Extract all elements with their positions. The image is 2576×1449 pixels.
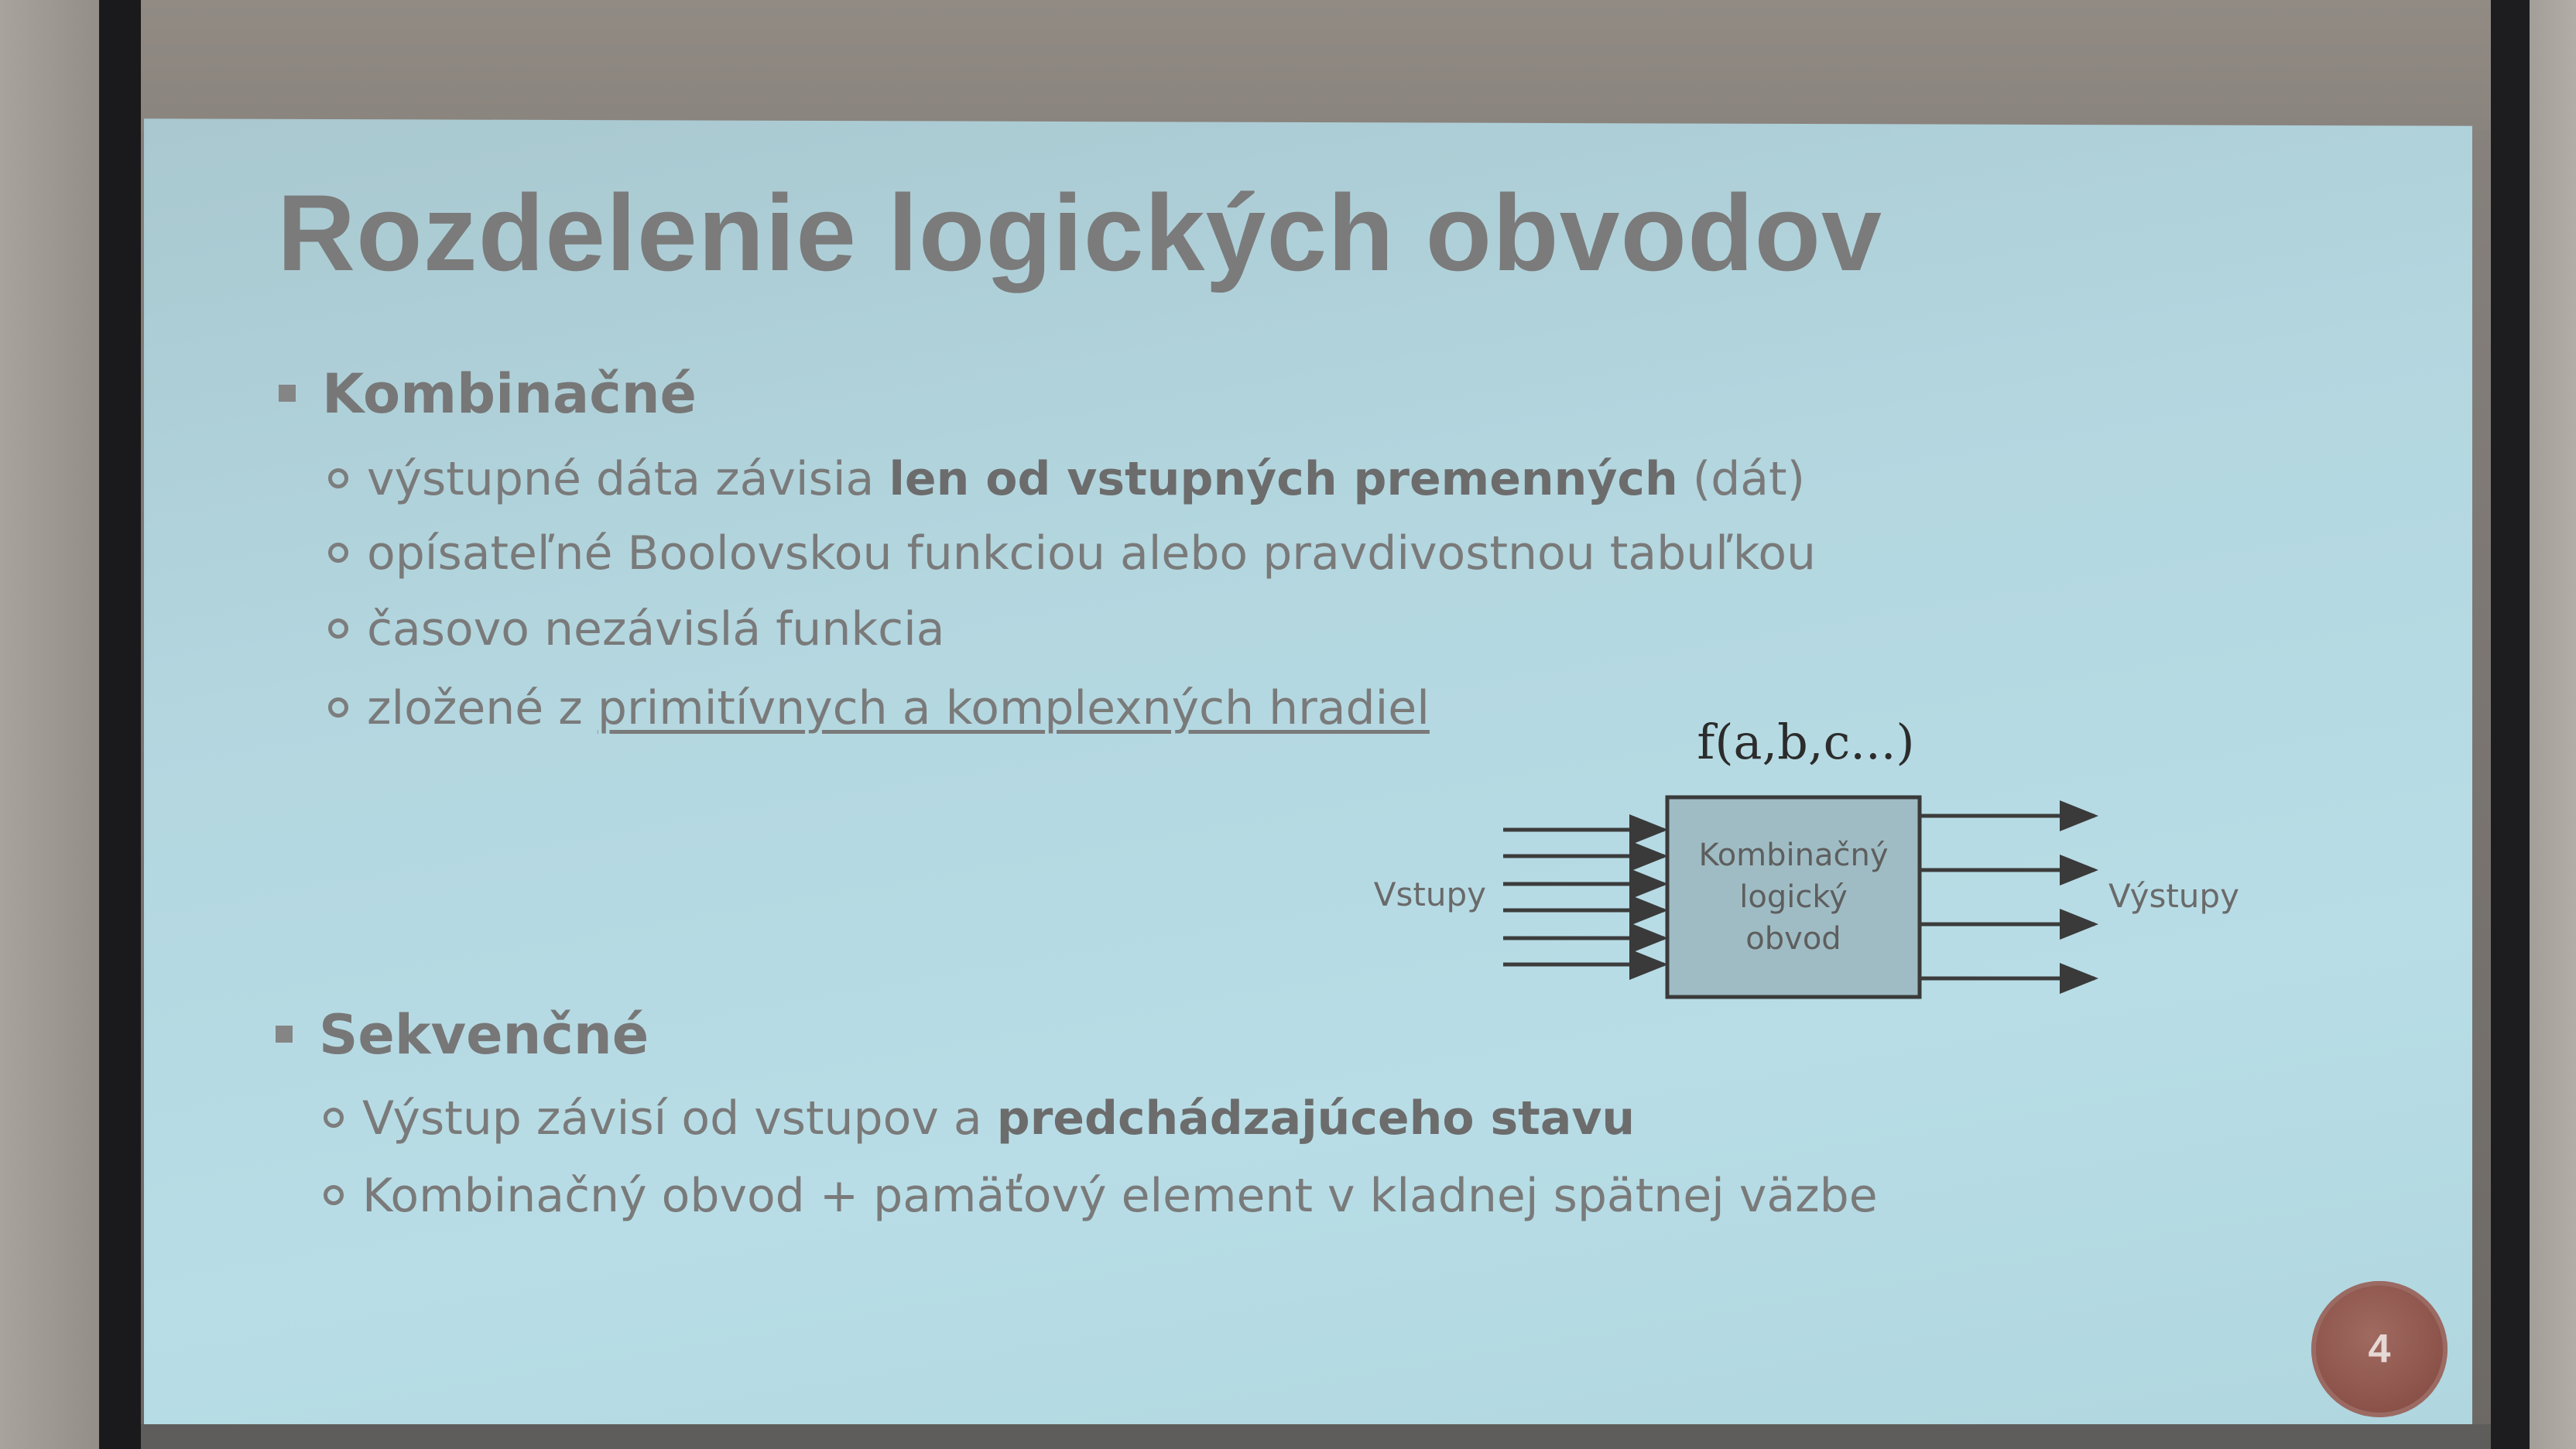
list-item-text: výstupné dáta závisia xyxy=(367,452,889,506)
section-heading-sekvencne: Sekvenčné xyxy=(276,1003,649,1067)
screen-frame-right xyxy=(2491,0,2530,1449)
section-heading-text: Sekvenčné xyxy=(319,1003,649,1067)
section-heading-text: Kombinačné xyxy=(322,362,697,426)
underlined-text-link: primitívnych a komplexných hradiel xyxy=(597,681,1430,735)
list-item-text: Výstup závisí od vstupov a xyxy=(362,1091,997,1146)
list-item-bold-text: len od vstupných premenných xyxy=(889,452,1678,506)
circle-bullet-icon xyxy=(328,468,348,489)
wall-left xyxy=(0,0,108,1449)
list-item: opísateľné Boolovskou funkciou alebo pra… xyxy=(328,526,1816,581)
circle-bullet-icon xyxy=(328,618,348,639)
projected-slide xyxy=(144,118,2472,1436)
list-item: Kombinačný obvod + pamäťový element v kl… xyxy=(324,1169,1878,1223)
list-item: výstupné dáta závisia len od vstupných p… xyxy=(328,452,1805,506)
list-item-text: opísateľné Boolovskou funkciou alebo pra… xyxy=(367,526,1817,581)
list-item-text: časovo nezávislá funkcia xyxy=(367,602,945,656)
circle-bullet-icon xyxy=(324,1185,344,1206)
list-item-text-suffix: (dát) xyxy=(1677,452,1805,506)
slide-title: Rozdelenie logických obvodov xyxy=(277,172,1882,293)
circle-bullet-icon xyxy=(328,543,348,564)
page-number: 4 xyxy=(2368,1327,2391,1372)
list-item: časovo nezávislá funkcia xyxy=(328,602,945,656)
list-item-text: zložené z xyxy=(367,681,598,735)
circle-bullet-icon xyxy=(324,1108,344,1129)
square-bullet-icon xyxy=(276,1025,293,1043)
list-item: zložené z primitívnych a komplexných hra… xyxy=(328,681,1430,735)
list-item-text: Kombinačný obvod + pamäťový element v kl… xyxy=(362,1169,1878,1223)
circle-bullet-icon xyxy=(328,697,348,718)
list-item: Výstup závisí od vstupov a predchádzajúc… xyxy=(324,1091,1635,1146)
list-item-bold-text: predchádzajúceho stavu xyxy=(996,1091,1636,1146)
screen-top-margin xyxy=(141,0,2491,130)
screen-bottom-edge xyxy=(141,1424,2491,1449)
section-heading-kombinacne: Kombinačné xyxy=(279,362,697,426)
square-bullet-icon xyxy=(279,384,296,402)
screen-frame-left xyxy=(99,0,141,1449)
page-number-badge: 4 xyxy=(2311,1281,2448,1417)
